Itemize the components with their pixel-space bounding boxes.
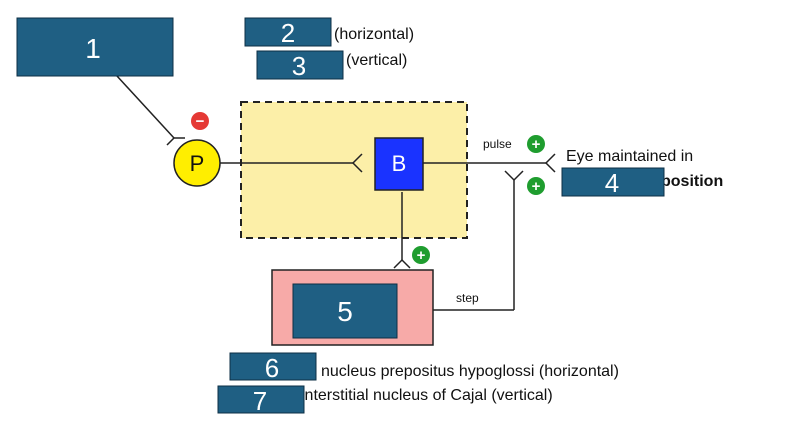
label-box-1-text: 1 [85,33,101,64]
label-box-5 [292,283,398,339]
svg-text:+: + [532,178,541,195]
synapse-fork-step [504,170,524,182]
plus-sign-icon-step [527,177,545,195]
svg-text:+: + [417,247,426,264]
step-label: step [456,291,479,305]
label1-connector [116,75,175,139]
label-box-4 [561,167,665,197]
eye-label-line2: position [661,173,723,190]
synapse-fork-p [166,137,185,146]
synapse-fork-eye [544,153,556,173]
eye-label-line1: Eye maintained in [566,148,693,165]
label-box-7-text: 7 [253,386,267,416]
plus-sign-icon-integrator [412,246,430,264]
label-box-7 [217,385,305,414]
nucleus-horizontal-label: nucleus prepositus hypoglossi (horizonta… [321,363,619,380]
label-box-3-text: 3 [292,51,306,81]
p-neuron [173,139,221,187]
p-neuron-label: P [190,151,205,176]
label-box-1 [16,17,174,77]
b-neuron [374,137,424,191]
label-box-3 [256,50,344,80]
horizontal-label: (horizontal) [334,26,414,43]
label-box-2-text: 2 [281,18,295,48]
label-box-2 [244,17,332,47]
pulse-label: pulse [483,137,512,151]
label-box-6-text: 6 [265,353,279,383]
svg-text:+: + [532,136,541,153]
label-box-4-text: 4 [605,168,619,198]
plus-sign-icon-pulse [527,135,545,153]
b-neuron-label: B [392,151,407,176]
synapse-fork-integrator [393,258,411,269]
minus-sign-icon [191,112,209,130]
synapse-fork-b [351,153,363,173]
nucleus-vertical-label: interstitial nucleus of Cajal (vertical) [301,387,553,404]
vertical-label: (vertical) [346,52,407,69]
label-box-6 [229,352,317,381]
label-box-5-text: 5 [337,296,353,327]
svg-text:−: − [196,113,205,130]
yellow-region [240,101,468,239]
